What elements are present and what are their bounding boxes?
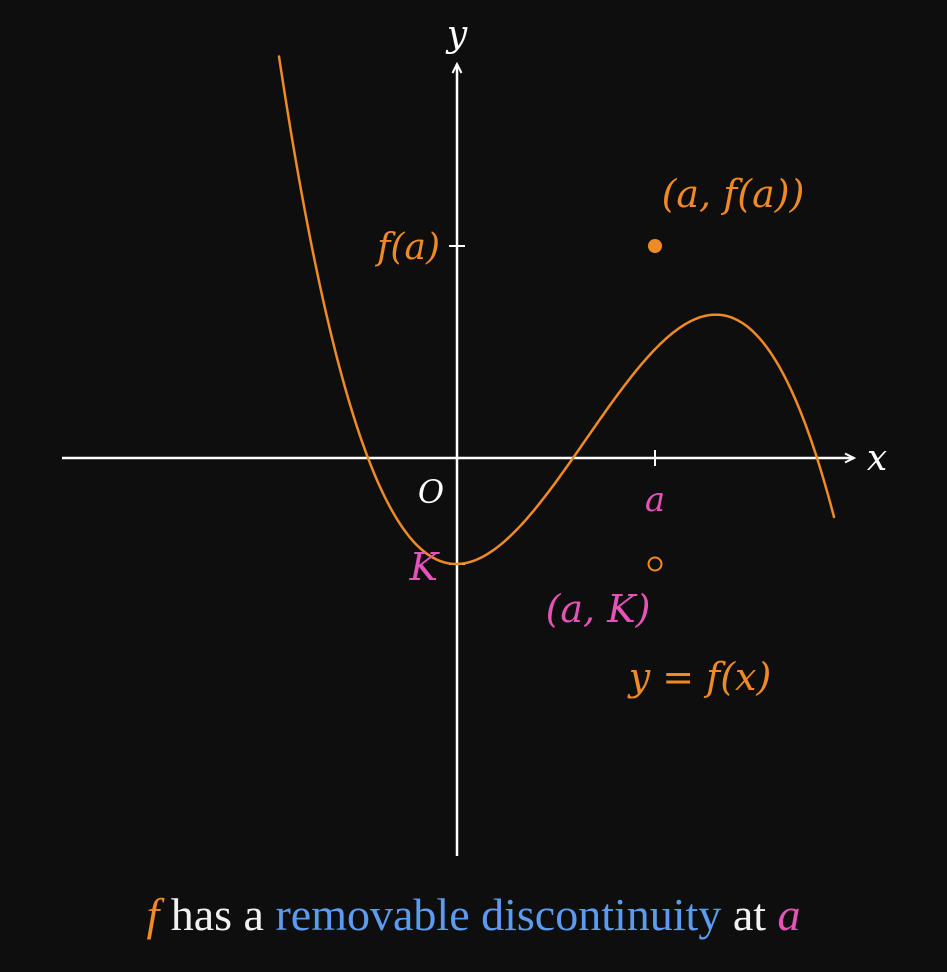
y-axis-label: y — [445, 14, 468, 55]
caption-term: removable discontinuity — [275, 889, 722, 940]
function-curve — [277, 55, 836, 566]
curve-label: y = f(x) — [627, 655, 772, 699]
origin-label: O — [418, 473, 444, 511]
caption-at: at — [732, 889, 767, 940]
filled-point-label: (a, f(a)) — [662, 172, 805, 216]
caption-has-a: has a — [170, 889, 264, 940]
caption-a: a — [777, 889, 801, 940]
y-tick-label-k: K — [409, 545, 441, 589]
filled-point — [648, 239, 662, 253]
hole-point-label: (a, K) — [546, 587, 651, 631]
x-axis-label: x — [867, 438, 887, 479]
hole-point — [647, 556, 663, 572]
y-tick-label-fa: f(a) — [374, 227, 440, 268]
caption-f: f — [146, 889, 160, 940]
caption: f has a removable discontinuity at a — [0, 885, 947, 945]
x-tick-label-a: a — [645, 480, 665, 520]
